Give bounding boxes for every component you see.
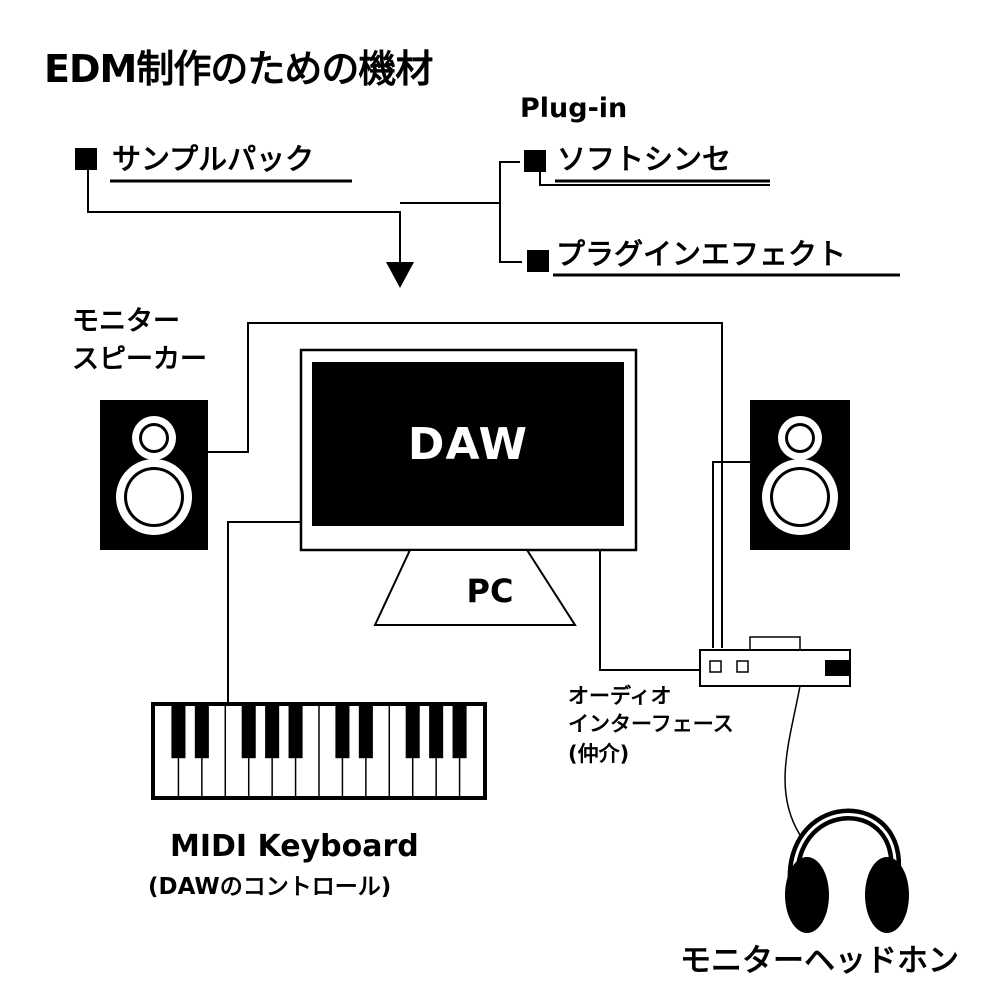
pc-monitor-icon [299,348,638,626]
down-arrow-icon [386,262,414,288]
speaker-right-cable [712,461,750,648]
plugin-effect-label: プラグインエフェクト [556,237,847,271]
audio-interface-icon [699,636,851,687]
page-title: EDM制作のための機材 [44,47,433,91]
midi-keyboard-label: MIDI Keyboard [170,829,419,864]
headphones-label: モニターヘッドホン [680,943,959,979]
right-speaker-icon [750,400,850,550]
audio-interface-label-line2: インターフェース [568,712,734,736]
midi-keyboard-note: (DAWのコントロール) [148,874,392,900]
headphone-cable [784,685,801,836]
monitor-speaker-label-line2: スピーカー [72,344,207,375]
plugin-effect-branch-line [499,203,522,263]
plugin-effect-bullet-icon [527,250,549,272]
soft-synth-label: ソフトシンセ [557,142,732,176]
monitor-speaker-label-line1: モニター [72,306,180,337]
sample-pack-bullet-icon [75,148,97,170]
pc-label: PC [466,572,514,610]
sample-pack-label: サンプルパック [112,142,315,176]
audio-interface-label-line1: オーディオ [568,684,672,708]
plugin-heading: Plug-in [520,93,628,124]
speaker-left-cable [208,322,723,648]
pc-interface-cable [599,550,700,671]
plugin-branch-line [400,161,520,204]
soft-synth-bullet-icon [524,150,546,172]
audio-interface-label-line3: (仲介) [568,742,630,766]
headphones-icon [785,808,909,933]
keyboard-cable [227,521,300,702]
left-speaker-icon [100,400,208,550]
midi-keyboard-icon [151,702,487,800]
sample-pack-line [87,168,401,262]
daw-screen-label: DAW [407,418,529,470]
